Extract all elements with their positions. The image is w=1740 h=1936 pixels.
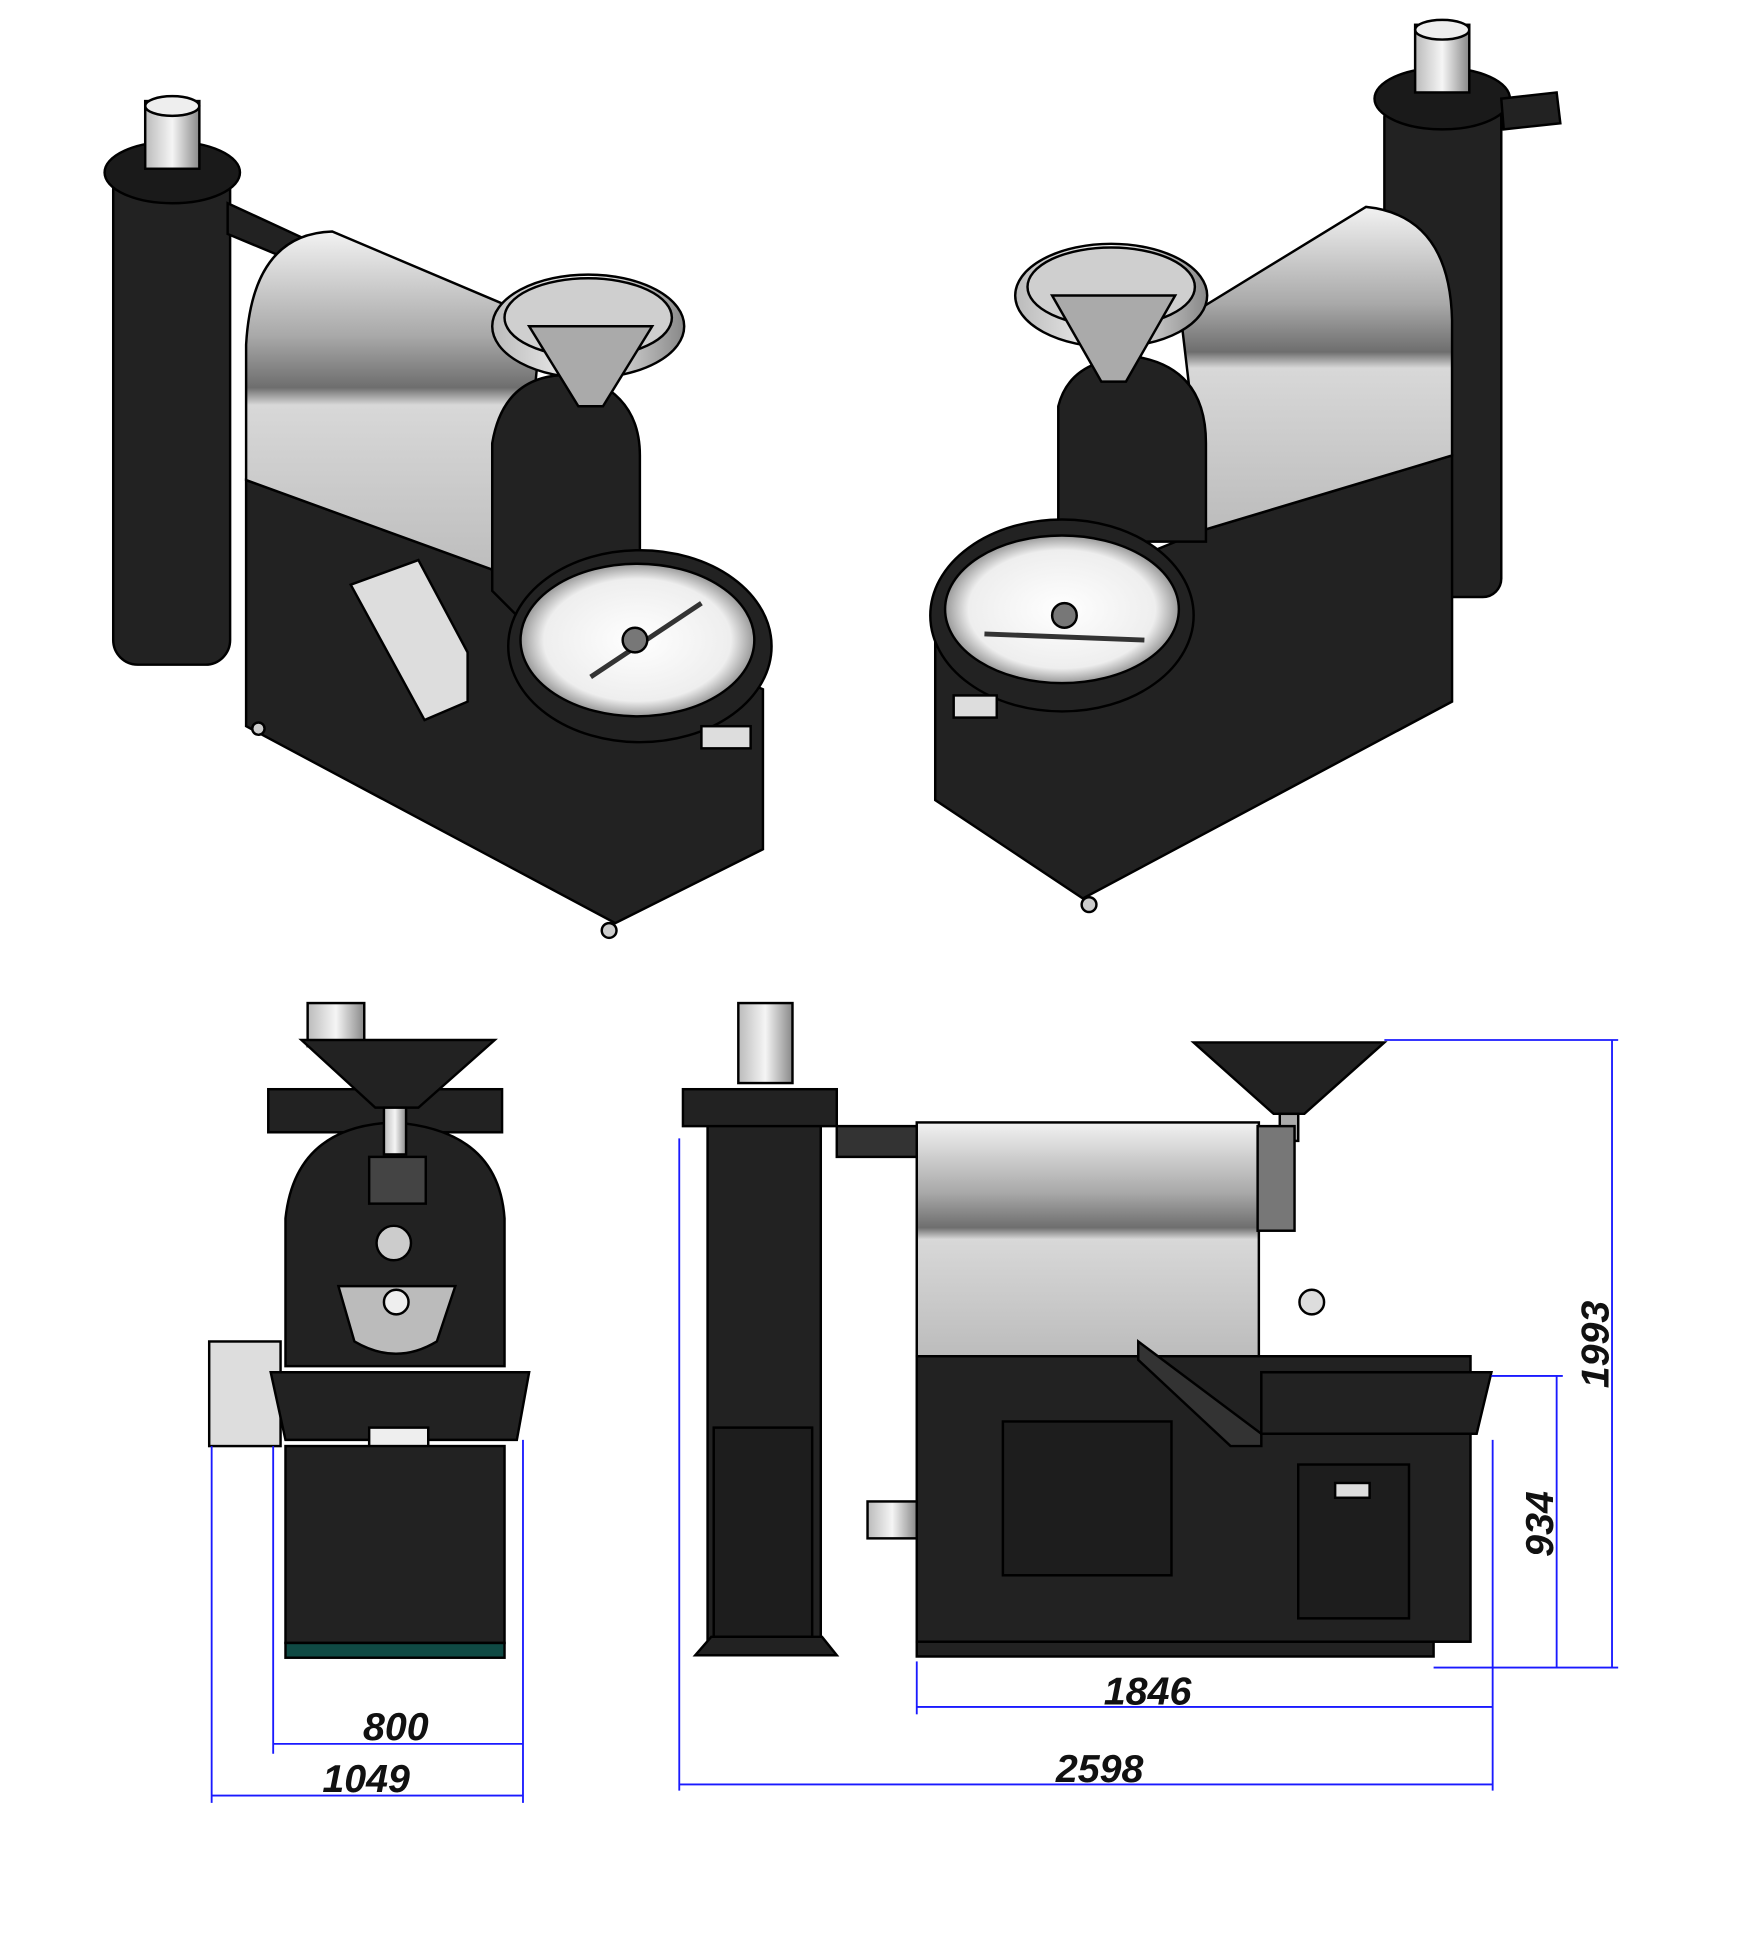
isometric-view-right [929,18,1562,914]
control-box [207,1340,282,1448]
dim-800: 800 [363,1705,429,1749]
isometric-view-left [103,94,773,940]
cooling-tray [1260,1371,1493,1435]
dim-2598: 2598 [1055,1747,1144,1791]
dimension-lines [210,1039,1619,1803]
cooling-tray [269,1371,531,1442]
side-view [207,1001,531,1659]
drum-hood [915,1121,1261,1358]
dim-934: 934 [1518,1491,1562,1557]
hopper [1190,1041,1388,1116]
front-plate [1057,355,1208,543]
exhaust-column [111,158,232,666]
dim-1846: 1846 [1104,1669,1193,1713]
drum-hood [244,230,543,581]
hopper [298,1038,498,1109]
dim-1049: 1049 [322,1757,410,1801]
dim-1993: 1993 [1573,1301,1617,1389]
base [284,1444,506,1645]
fan-motor [737,1001,794,1085]
long-view [681,1001,1493,1658]
control-panel [348,558,469,722]
base-trim [284,1641,506,1659]
control-panel [1137,1339,1263,1448]
drum-hood [1180,205,1454,531]
